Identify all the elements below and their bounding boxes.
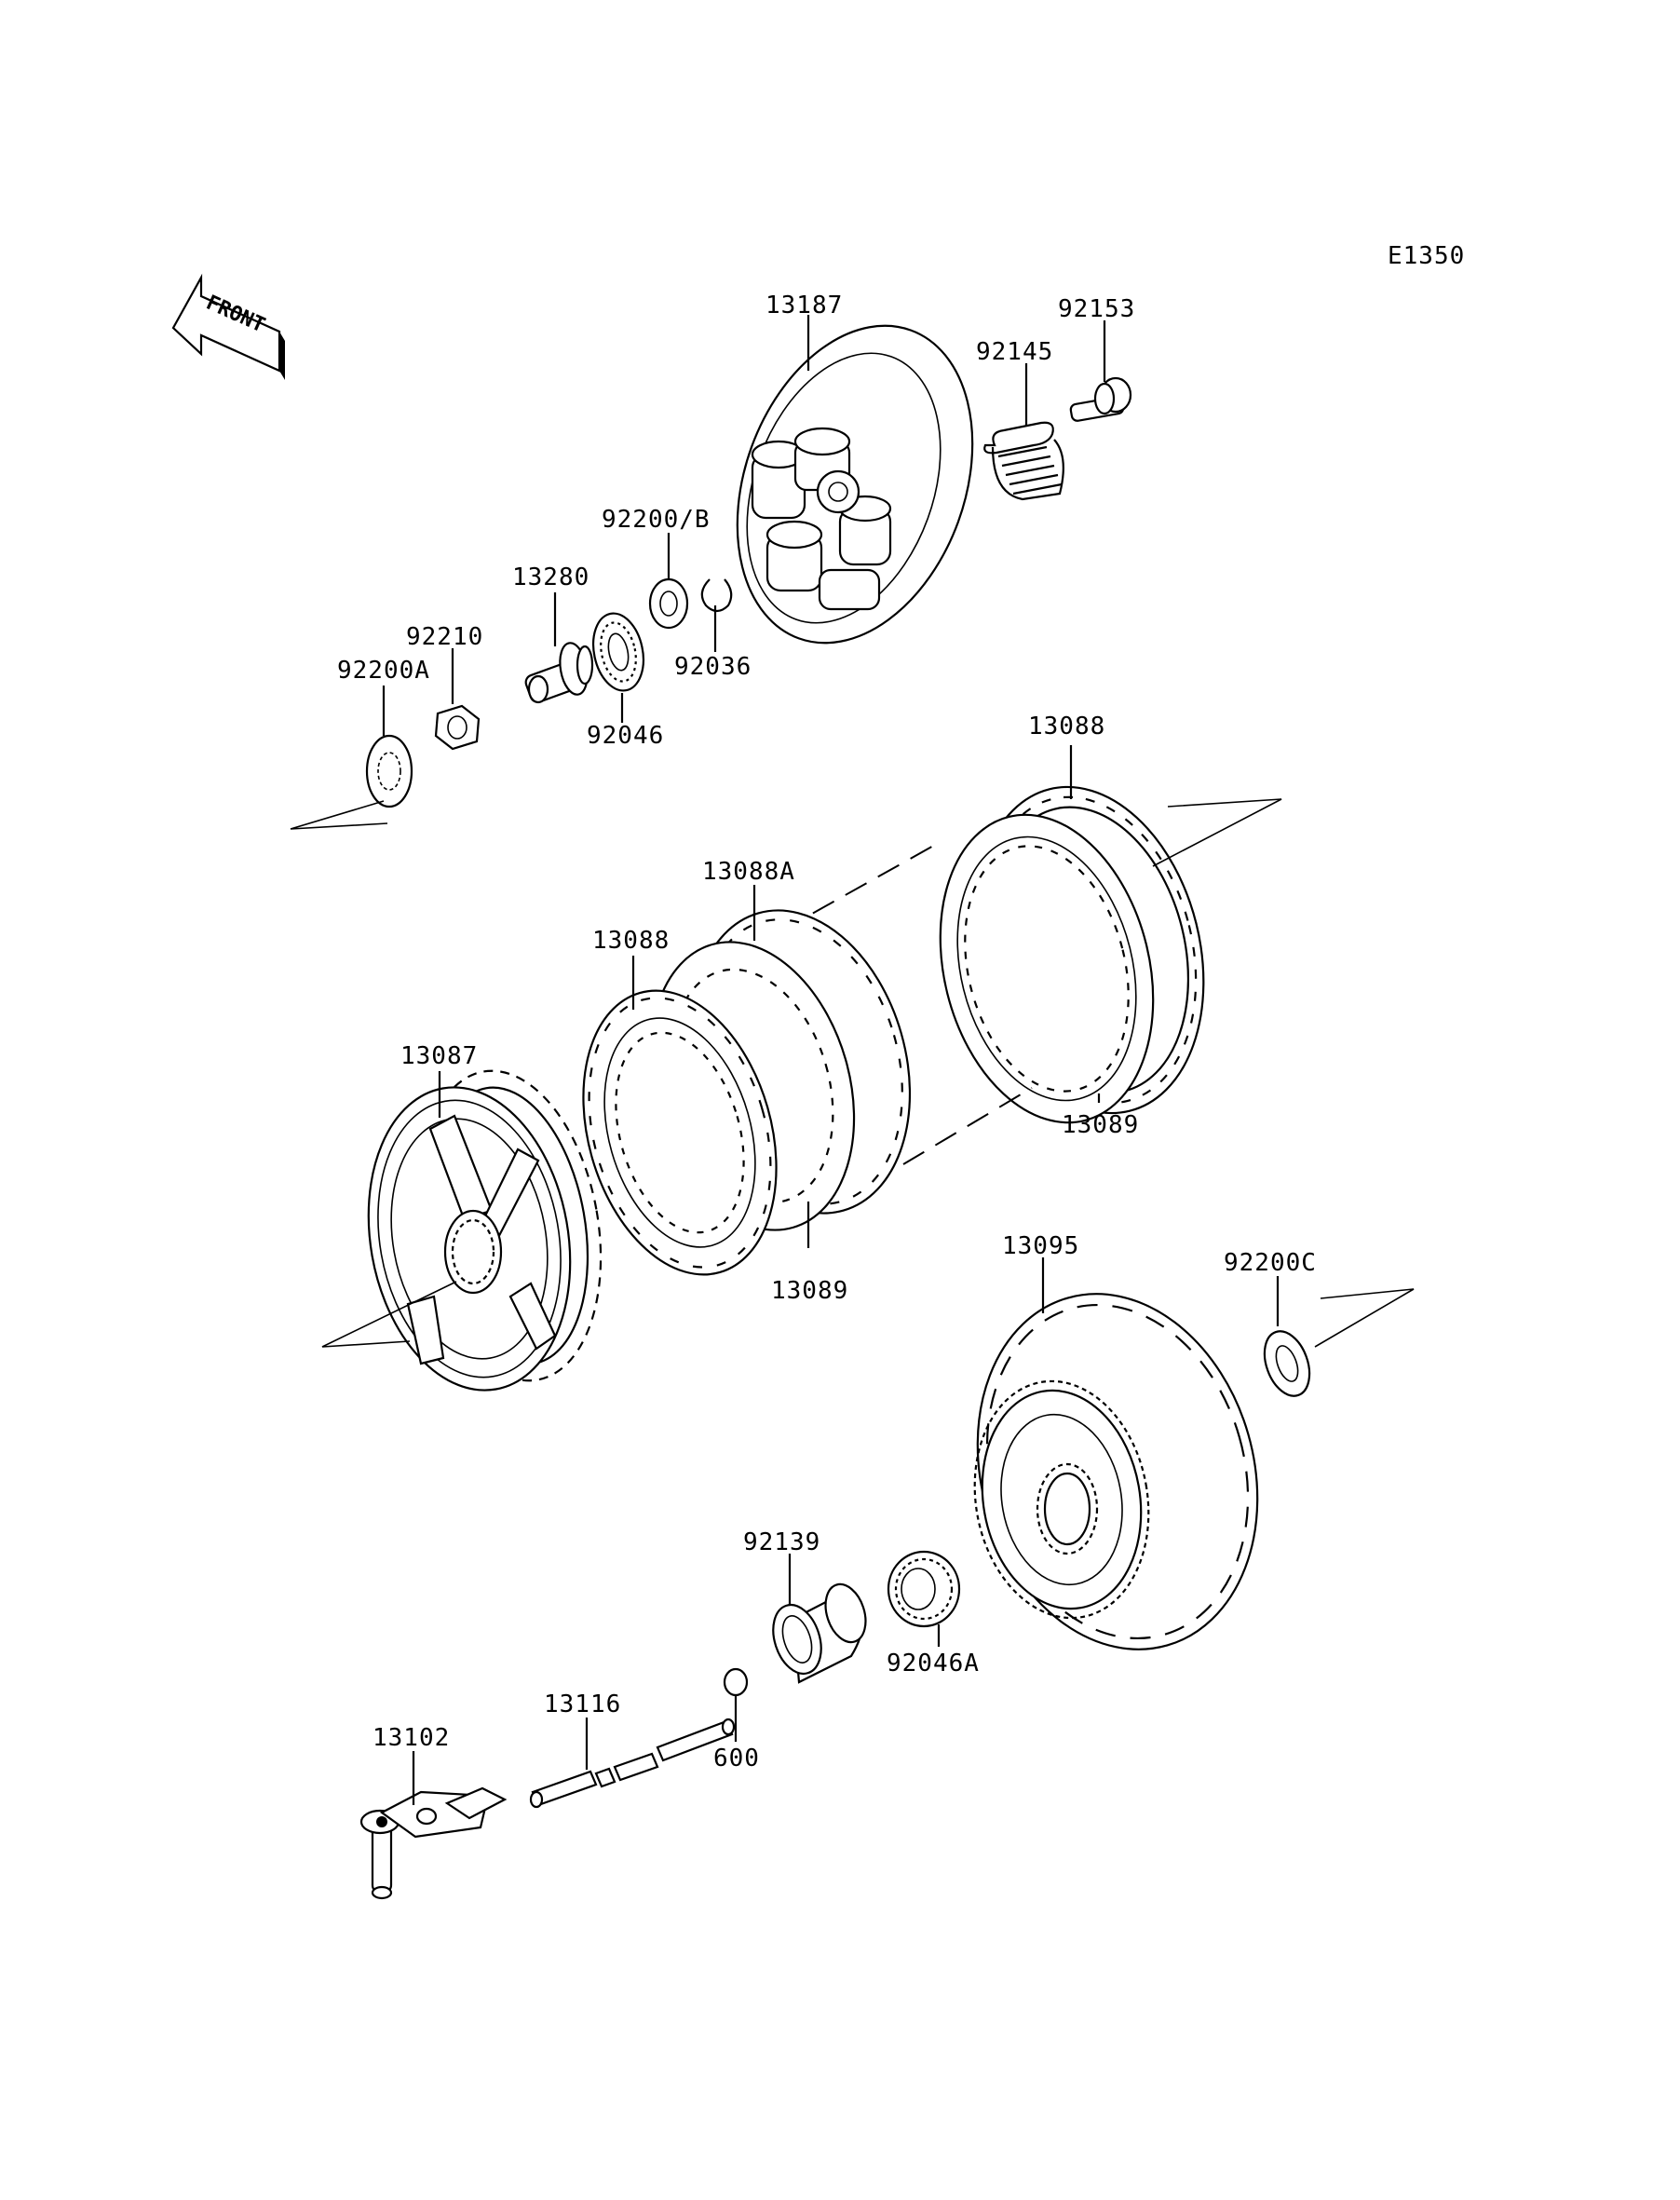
label-13088-right: 13088 — [1028, 713, 1105, 740]
label-92139: 92139 — [743, 1528, 820, 1556]
label-92036: 92036 — [674, 653, 752, 681]
label-92210: 92210 — [406, 623, 483, 651]
pressure-plate-bosses — [751, 427, 892, 611]
label-13087: 13087 — [400, 1042, 478, 1070]
friction-plate-13088-mid — [582, 989, 778, 1276]
label-13102: 13102 — [373, 1724, 450, 1752]
label-92153: 92153 — [1058, 295, 1135, 323]
label-13089-mid: 13089 — [771, 1277, 848, 1305]
clutch-housing-13087 — [367, 1069, 603, 1392]
label-600: 600 — [713, 1745, 760, 1772]
label-13088-mid: 13088 — [592, 927, 670, 955]
push-rod-13116 — [529, 1718, 736, 1809]
spring-92145 — [983, 421, 1064, 501]
steel-ball-600 — [723, 1667, 749, 1697]
label-13089-right: 13089 — [1062, 1111, 1139, 1139]
label-92046: 92046 — [587, 722, 664, 750]
front-arrow-icon: FRONT — [171, 273, 285, 380]
pusher-13280 — [524, 642, 594, 704]
label-13280: 13280 — [512, 564, 589, 591]
nut-92210 — [434, 704, 481, 751]
label-13088A: 13088A — [702, 858, 795, 886]
label-13116: 13116 — [544, 1691, 621, 1718]
diagram-code: E1350 — [1388, 242, 1465, 270]
label-92200C: 92200C — [1224, 1249, 1317, 1277]
bolt-92153 — [1069, 376, 1132, 422]
thrust-bearing-92046 — [592, 612, 644, 692]
steel-plate-13089-right — [939, 813, 1155, 1124]
circlip-92036 — [700, 578, 733, 613]
label-92145: 92145 — [976, 338, 1053, 366]
label-13095: 13095 — [1002, 1232, 1079, 1260]
washer-92200B — [648, 577, 689, 630]
label-92200A: 92200A — [337, 657, 430, 685]
label-13187: 13187 — [765, 292, 843, 319]
washer-92200A — [365, 734, 413, 808]
washer-92200C — [1263, 1330, 1311, 1397]
label-92046A: 92046A — [887, 1650, 980, 1677]
clutch-hub-13095 — [973, 1293, 1259, 1650]
release-shaft-13102 — [359, 1786, 508, 1900]
bush-92139 — [772, 1582, 867, 1684]
needle-bearing-92046A — [887, 1550, 961, 1628]
pressure-plate-13187 — [736, 324, 974, 645]
label-92200B: 92200/B — [602, 506, 711, 534]
